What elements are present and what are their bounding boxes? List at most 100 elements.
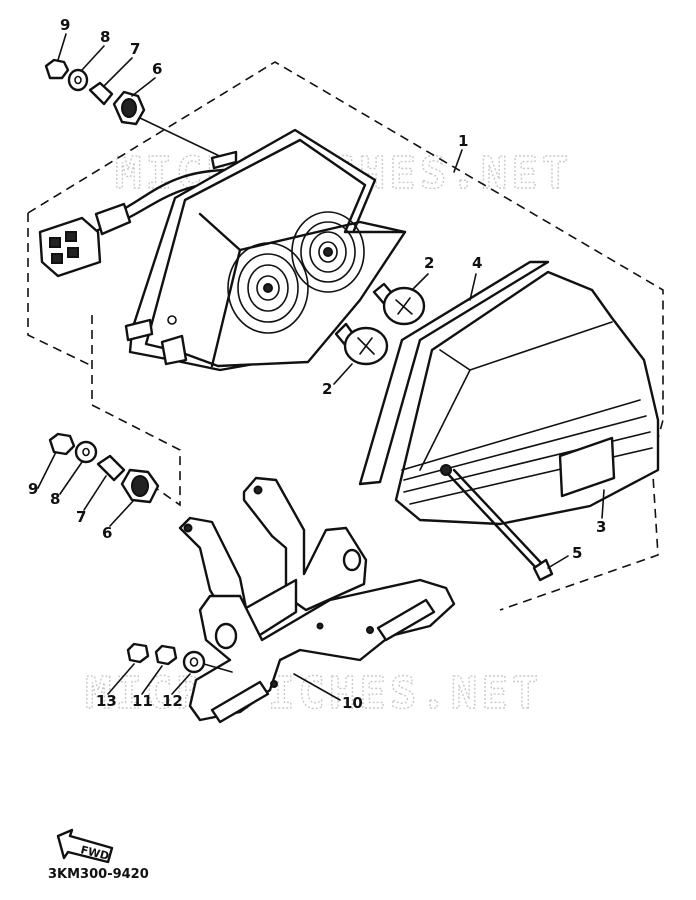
lens-gasket [358,260,550,486]
bracket-rivet-top [253,485,263,495]
leader-4 [469,273,477,301]
callout-8-mid: 8 [50,490,60,508]
fwd-direction-badge: FWD [56,828,114,864]
callout-9-top: 9 [60,16,70,34]
leader-12 [171,673,191,695]
washer-8-mid-hole [82,447,90,457]
lens-side-ridge [419,369,471,471]
callouts-top-hardware: 9 8 7 6 [57,16,162,97]
wire-sleeve [94,202,132,236]
reflector-right [291,211,365,293]
leader-9-top [57,33,67,61]
bracket-rivet-mid [366,626,374,634]
bracket-slot-left [210,680,270,724]
mount-stud-bottom [124,318,154,342]
leader-10 [293,673,341,701]
washer-8-mid [74,440,98,464]
nut-9-mid [48,432,76,456]
lens-screw-hole [440,464,452,476]
bulb-upper [372,282,426,326]
lens-reflector [558,436,616,498]
collar-7-top [88,81,114,106]
leader-11 [141,665,163,695]
leader-8-top [81,45,105,71]
leader-6-top [131,77,156,97]
bracket-slot-right [376,598,436,642]
grommet-6-mid-face [131,475,149,497]
leader-13 [107,663,135,695]
leader-1 [453,149,463,173]
nut-13 [126,642,150,664]
housing-body [144,138,407,368]
leader-8-mid [59,461,83,495]
hardware-set-middle [48,432,160,504]
lens-outline [394,270,660,526]
washer-8-top [67,68,89,92]
callout-2-upper: 2 [424,254,434,272]
taillight-lens [394,270,660,526]
housing-top-edge [198,212,407,252]
taillight-housing [124,128,407,372]
nut-11 [154,644,178,666]
fwd-arrow-icon [56,828,114,864]
nut-9-top [44,58,70,80]
callout-8-top: 8 [100,28,110,46]
callouts-middle-hardware: 9 8 7 6 [28,451,135,542]
lens-stripes [401,399,653,505]
assembly-boundary [27,61,664,611]
callout-6-top: 6 [152,60,162,78]
mounting-bracket [178,476,456,724]
bracket-rivet-left [183,523,193,533]
bracket-rivet-small [316,622,324,630]
bottom-hardware-axis [203,663,233,673]
bulb-lower [334,322,389,366]
leader-2-lower [333,363,353,385]
callout-7-top: 7 [130,40,140,58]
collar-7-mid [96,454,126,482]
washer-8-top-hole [74,75,82,85]
stud-leader-top [139,117,233,163]
grommet-6-top-face [121,98,137,118]
lens-screw [446,468,554,582]
leader-9-mid [37,451,57,489]
callout-3: 3 [596,518,606,536]
bracket-hole-left [214,622,238,650]
housing-front-edge [210,248,242,368]
callout-11: 11 [132,692,153,710]
leader-5 [547,555,569,569]
callout-9-mid: 9 [28,480,38,498]
callout-2-lower: 2 [322,380,332,398]
callout-5: 5 [572,544,582,562]
wiring-harness [38,168,237,278]
connector-pin-2 [65,231,77,242]
part-code: 3KM300-9420 [48,867,149,882]
leader-7-top [103,57,133,87]
callout-12: 12 [162,692,183,710]
bracket-hole-right [342,548,362,572]
leader-7-mid [83,475,107,511]
callout-4: 4 [472,254,482,272]
bracket-arm-upper [242,476,368,612]
connector-pin-1 [49,237,61,248]
callout-7-mid: 7 [76,508,86,526]
leader-6-mid [109,499,135,527]
housing-screw [167,315,177,325]
leader-2-upper [411,273,429,291]
mount-stud-top [210,150,238,170]
bracket-rivet-low [270,680,278,688]
watermark-bottom: MICROFICHES.NET [85,668,542,719]
reflector-left [227,242,309,334]
callout-1: 1 [458,132,468,150]
connector-pin-4 [67,247,79,258]
bracket-arm-left [178,516,298,642]
connector-pin-3 [51,253,63,264]
hardware-set-top [44,58,233,163]
callout-6-mid: 6 [102,524,112,542]
housing-foot [160,334,188,366]
washer-12-hole [189,657,199,667]
washer-12 [182,650,206,674]
leader-3 [601,489,605,519]
callout-13: 13 [96,692,117,710]
hardware-set-bottom [126,642,233,674]
